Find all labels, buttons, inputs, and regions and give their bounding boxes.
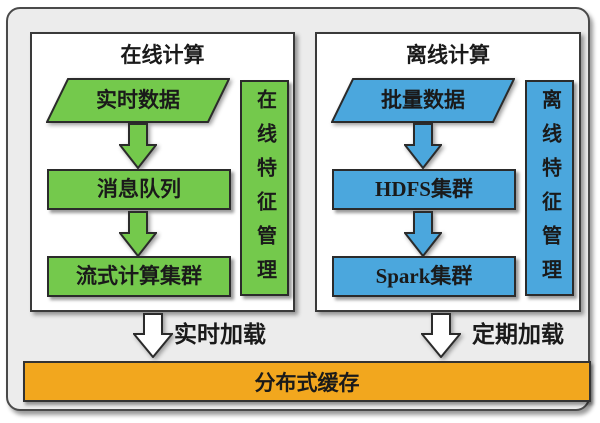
offline-feature-management-label: 离线特征管理 bbox=[538, 89, 561, 293]
down-arrow-icon bbox=[119, 123, 157, 169]
offline-stage1-label: HDFS集群 bbox=[374, 177, 473, 201]
parallelogram-shape bbox=[331, 78, 515, 123]
offline-panel-title: 离线计算 bbox=[406, 43, 490, 67]
offline-stage1-box: HDFS集群 bbox=[332, 169, 516, 210]
online-feature-management-label: 在线特征管理 bbox=[253, 89, 276, 293]
down-arrow-icon bbox=[119, 211, 157, 257]
down-arrow-icon bbox=[404, 211, 442, 257]
online-stage2-box: 流式计算集群 bbox=[47, 256, 231, 297]
parallelogram-shape bbox=[46, 78, 230, 123]
distributed-cache-label: 分布式缓存 bbox=[254, 370, 360, 395]
offline-stage2-box: Spark集群 bbox=[332, 256, 516, 297]
online-source-label: 实时数据 bbox=[96, 88, 180, 112]
online-stage2-label: 流式计算集群 bbox=[76, 264, 202, 288]
offline-feature-management-bar: 离线特征管理 bbox=[525, 80, 574, 296]
distributed-cache-bar: 分布式缓存 bbox=[23, 361, 591, 402]
online-panel-title: 在线计算 bbox=[120, 43, 205, 67]
white-down-arrow-icon bbox=[133, 313, 173, 358]
offline-load-label: 定期加载 bbox=[472, 322, 564, 347]
offline-source-label: 批量数据 bbox=[381, 88, 465, 112]
down-arrow-icon bbox=[404, 123, 442, 169]
offline-computing-panel: 离线计算 批量数据 HDFS集群 Spark集群 离线特征管理 bbox=[315, 32, 581, 312]
online-feature-management-bar: 在线特征管理 bbox=[240, 80, 289, 296]
offline-stage2-label: Spark集群 bbox=[375, 264, 473, 288]
white-down-arrow-icon bbox=[421, 313, 461, 358]
offline-source-parallelogram: 批量数据 bbox=[331, 78, 515, 123]
online-computing-panel: 在线计算 实时数据 消息队列 流式计算集群 在线特征管理 bbox=[30, 32, 295, 312]
online-stage1-box: 消息队列 bbox=[47, 169, 231, 210]
online-source-parallelogram: 实时数据 bbox=[46, 78, 230, 123]
online-stage1-label: 消息队列 bbox=[97, 177, 181, 201]
diagram-canvas: 在线计算 实时数据 消息队列 流式计算集群 在线特征管理 离线计算 bbox=[6, 7, 591, 411]
online-load-label: 实时加载 bbox=[174, 322, 266, 347]
